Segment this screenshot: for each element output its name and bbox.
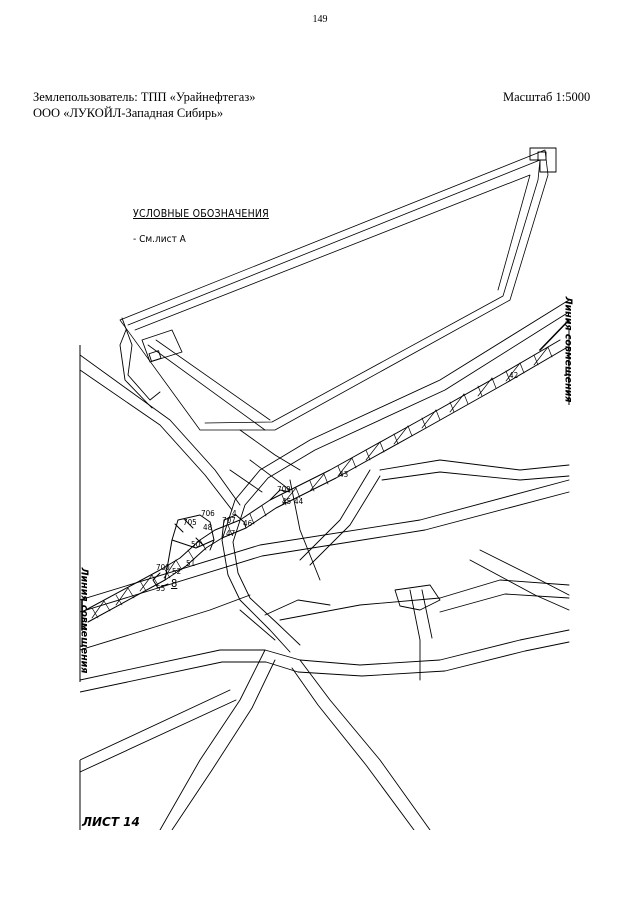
- point-label-4: 4: [232, 509, 237, 518]
- point-label-707: 707: [222, 516, 236, 525]
- legend-title: УСЛОВНЫЕ ОБОЗНАЧЕНИЯ: [133, 208, 269, 220]
- hatched-corridor: [81, 339, 567, 623]
- map-scale: Масштаб 1:5000: [503, 90, 591, 104]
- point-label-45: 45: [282, 497, 292, 506]
- point-label-8: 8: [171, 577, 178, 590]
- match-lines: [81, 319, 570, 631]
- point-label-55: 55: [156, 584, 166, 593]
- pad-outline: [119, 149, 549, 431]
- sheet-label: ЛИСТ 14: [82, 815, 140, 829]
- well-pad-top-right: [529, 147, 557, 173]
- match-line-label-left: Линия совмещения: [78, 567, 90, 674]
- match-line-label-right: Линия совмещения: [562, 296, 574, 403]
- branch-lines: [152, 489, 291, 589]
- building-left: [119, 317, 183, 409]
- page-number: 149: [312, 14, 328, 25]
- point-label-47: 47: [226, 529, 236, 538]
- land-user-line: Землепользователь: ТПП «Урайнефтегаз»: [33, 90, 256, 104]
- point-label-46: 46: [243, 519, 253, 528]
- point-label-705: 705: [183, 518, 197, 527]
- point-label-706: 706: [201, 509, 215, 518]
- point-label-709: 709: [277, 485, 291, 494]
- point-label-42: 42: [509, 371, 519, 380]
- point-label-700: 700: [156, 563, 170, 572]
- roads: [80, 299, 570, 830]
- company-line: ООО «ЛУКОЙЛ-Западная Сибирь»: [33, 106, 224, 120]
- point-label-44: 44: [294, 497, 304, 506]
- point-label-43: 43: [339, 470, 349, 479]
- legend-item: - См.лист А: [133, 234, 186, 245]
- point-label-48: 48: [203, 523, 213, 532]
- point-label-51: 51: [186, 559, 196, 568]
- point-label-52: 52: [172, 567, 182, 576]
- point-label-50: 50: [191, 540, 201, 549]
